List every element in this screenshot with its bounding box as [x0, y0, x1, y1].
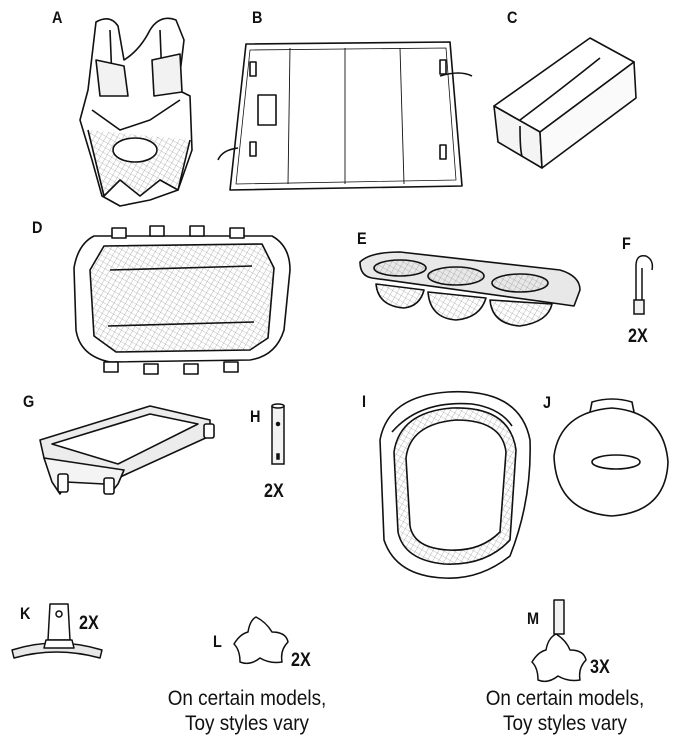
part-f-strap-drawing	[633, 254, 654, 315]
part-c-carry-bag-drawing	[493, 37, 637, 169]
part-d-bassinet-drawing	[73, 225, 291, 375]
quantity-m: 3X	[590, 657, 610, 678]
note-m-line-1: On certain models,	[485, 687, 645, 710]
part-label-i: I	[362, 392, 367, 411]
note-l-line-1: On certain models,	[167, 687, 327, 710]
part-g-changing-table-drawing	[39, 405, 215, 495]
part-k-clip-drawing	[11, 603, 103, 659]
note-l: On certain models, Toy styles vary	[148, 686, 346, 736]
part-label-d: D	[32, 218, 43, 237]
part-label-g: G	[23, 392, 35, 411]
part-label-l: L	[213, 632, 222, 651]
part-b-mattress-drawing	[217, 41, 473, 191]
part-l-star-toy-drawing	[233, 616, 289, 665]
part-label-e: E	[357, 229, 367, 248]
part-h-tube-drawing	[271, 403, 285, 465]
quantity-h: 2X	[264, 481, 284, 502]
part-j-canopy-cover-drawing	[553, 398, 669, 517]
part-label-j: J	[543, 393, 552, 412]
note-m-line-2: Toy styles vary	[503, 712, 627, 736]
note-l-line-2: Toy styles vary	[185, 712, 309, 736]
part-m-hanging-star-toy-drawing	[531, 599, 587, 683]
part-label-h: H	[250, 407, 261, 426]
quantity-f: 2X	[628, 326, 648, 347]
part-a-playard-frame-drawing	[79, 17, 193, 207]
part-e-organizer-drawing	[359, 251, 581, 327]
part-label-c: C	[507, 8, 518, 27]
quantity-l: 2X	[291, 650, 311, 671]
part-label-f: F	[622, 234, 631, 253]
part-label-m: M	[527, 609, 540, 628]
quantity-k: 2X	[79, 613, 99, 634]
part-label-b: B	[252, 8, 263, 27]
note-m: On certain models, Toy styles vary	[466, 686, 664, 736]
part-label-a: A	[52, 8, 63, 27]
part-i-canopy-frame-drawing	[379, 390, 531, 579]
part-label-k: K	[20, 604, 31, 623]
